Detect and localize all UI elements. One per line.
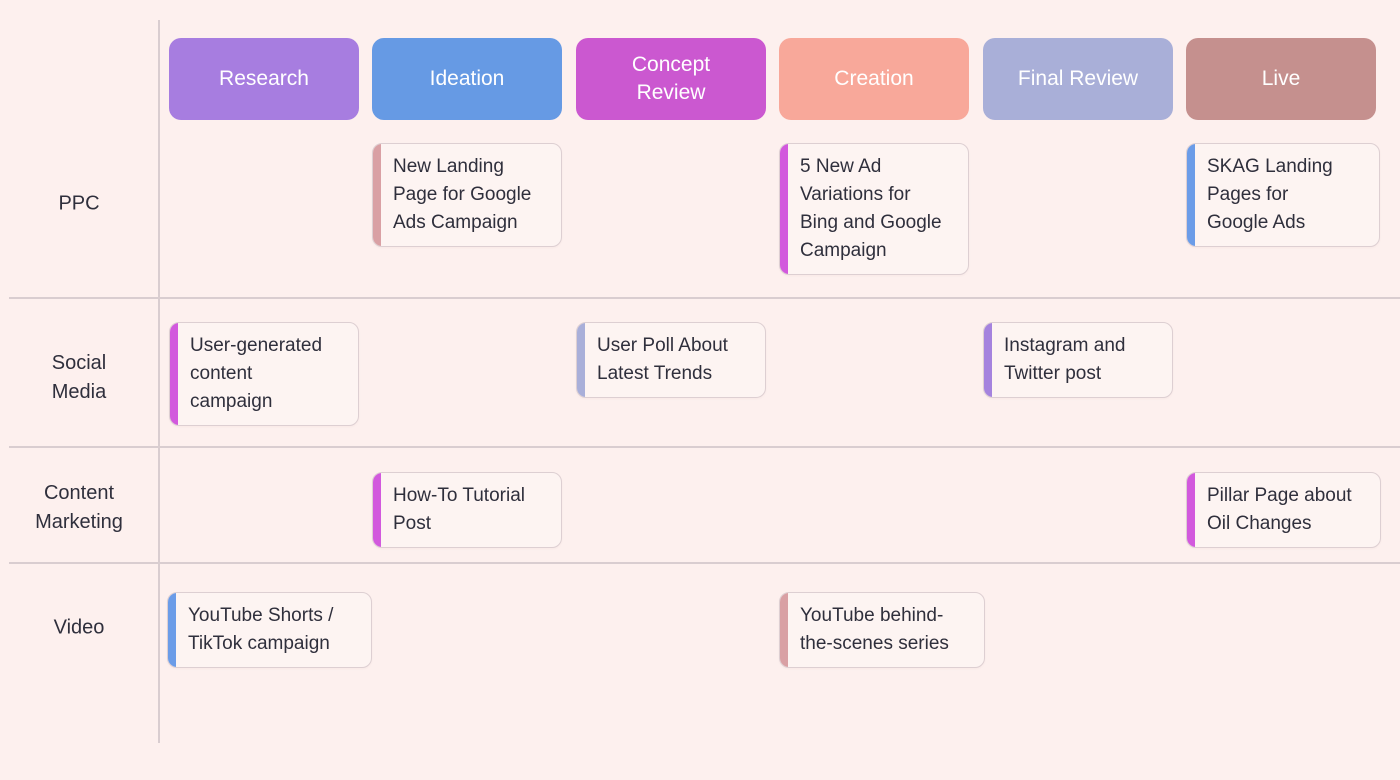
column-header-live[interactable]: Live <box>1186 38 1376 120</box>
row-divider-line <box>9 446 1400 448</box>
card-accent-bar <box>373 144 381 246</box>
card-title: How-To Tutorial Post <box>393 485 525 534</box>
column-header-concept-review[interactable]: Concept Review <box>576 38 766 120</box>
card-instagram-twitter-post[interactable]: Instagram and Twitter post <box>983 322 1173 398</box>
column-header-final-review[interactable]: Final Review <box>983 38 1173 120</box>
card-title: YouTube Shorts / TikTok campaign <box>188 605 334 654</box>
card-accent-bar <box>984 323 992 397</box>
card-accent-bar <box>373 473 381 547</box>
card-skag-landing-pages[interactable]: SKAG Landing Pages for Google Ads <box>1186 143 1380 247</box>
card-title: User Poll About Latest Trends <box>597 335 728 384</box>
card-5-new-ad-variations[interactable]: 5 New Ad Variations for Bing and Google … <box>779 143 969 275</box>
card-user-generated-content[interactable]: User-generated content campaign <box>169 322 359 426</box>
card-title: Instagram and Twitter post <box>1004 335 1126 384</box>
card-youtube-shorts-tiktok[interactable]: YouTube Shorts / TikTok campaign <box>167 592 372 668</box>
row-label-social-media: Social Media <box>51 352 107 403</box>
row-label-ppc: PPC <box>58 192 100 215</box>
card-title: 5 New Ad Variations for Bing and Google … <box>800 156 942 261</box>
card-title: Pillar Page about Oil Changes <box>1207 485 1352 534</box>
row-label-video: Video <box>53 616 105 639</box>
card-accent-bar <box>168 593 176 667</box>
card-accent-bar <box>577 323 585 397</box>
card-accent-bar <box>170 323 178 425</box>
card-title: SKAG Landing Pages for Google Ads <box>1207 156 1333 233</box>
card-accent-bar <box>1187 473 1195 547</box>
row-divider-line <box>9 297 1400 299</box>
row-divider-line <box>9 562 1400 564</box>
column-header-ideation[interactable]: Ideation <box>372 38 562 120</box>
card-title: New Landing Page for Google Ads Campaign <box>393 156 532 233</box>
row-label-content-marketing: Content Marketing <box>35 482 123 533</box>
card-accent-bar <box>780 593 788 667</box>
card-how-to-tutorial-post[interactable]: How-To Tutorial Post <box>372 472 562 548</box>
card-youtube-behind-the-scenes[interactable]: YouTube behind- the-scenes series <box>779 592 985 668</box>
row-label-divider-line <box>158 20 160 743</box>
card-title: User-generated content campaign <box>190 335 323 412</box>
card-user-poll[interactable]: User Poll About Latest Trends <box>576 322 766 398</box>
card-accent-bar <box>780 144 788 274</box>
column-header-creation[interactable]: Creation <box>779 38 969 120</box>
card-pillar-page-oil-changes[interactable]: Pillar Page about Oil Changes <box>1186 472 1381 548</box>
card-new-landing-page[interactable]: New Landing Page for Google Ads Campaign <box>372 143 562 247</box>
card-title: YouTube behind- the-scenes series <box>800 605 949 654</box>
card-accent-bar <box>1187 144 1195 246</box>
column-header-research[interactable]: Research <box>169 38 359 120</box>
